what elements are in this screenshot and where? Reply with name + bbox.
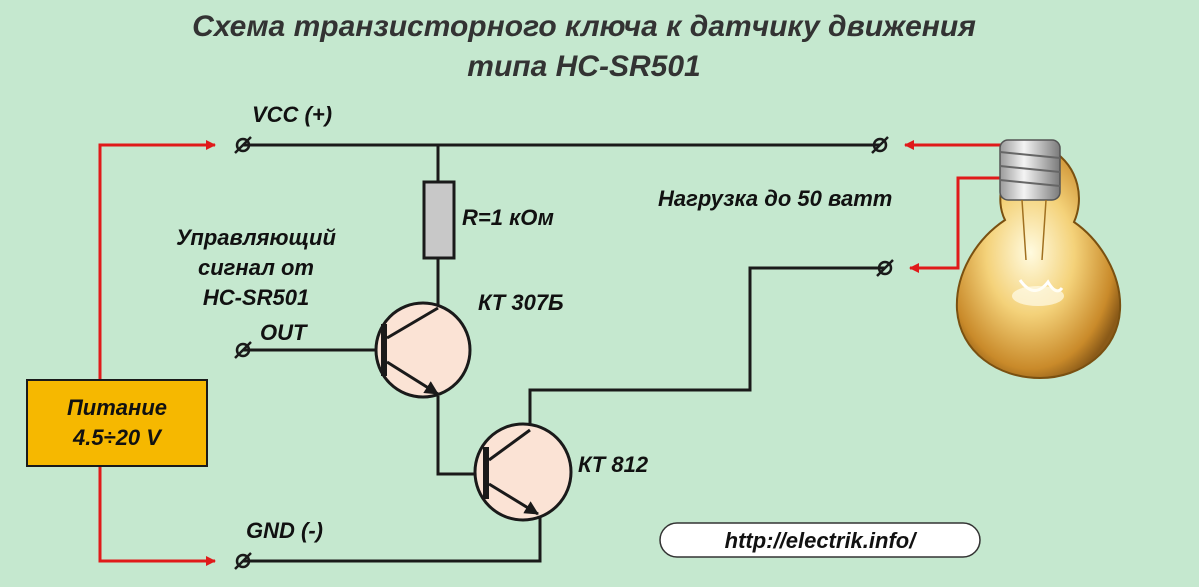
gnd-rail (243, 514, 542, 563)
resistor-label: R=1 кОм (462, 205, 554, 230)
terminal-load-bottom (876, 259, 894, 277)
wire-emitter1-to-base2 (436, 396, 486, 476)
wire-collector2-to-load (528, 266, 885, 430)
terminal-load-top (871, 136, 889, 154)
gnd-label: GND (-) (246, 518, 323, 543)
arrow-lamp-to-terminal-bottom (909, 176, 1000, 273)
terminal-out (234, 341, 252, 359)
terminal-gnd (234, 552, 252, 570)
wires (243, 143, 885, 563)
resistor (422, 180, 456, 260)
title-line2: типа HC-SR501 (467, 50, 700, 83)
url-text[interactable]: http://electrik.info/ (725, 528, 919, 553)
power-supply-box (26, 379, 208, 467)
light-bulb-icon (955, 139, 1122, 380)
control-label-line3: HC-SR501 (203, 285, 309, 310)
transistor-kt812 (473, 422, 573, 522)
transistor2-label: КТ 812 (578, 452, 649, 477)
vcc-label: VCC (+) (252, 102, 332, 127)
title-line1: Схема транзисторного ключа к датчику дви… (192, 10, 976, 43)
control-label-line1: Управляющий (176, 225, 336, 250)
arrow-power-to-vcc (98, 140, 216, 380)
url-badge (659, 522, 981, 558)
terminal-vcc (234, 136, 252, 154)
terminals (234, 136, 894, 570)
out-label: OUT (260, 320, 308, 345)
power-label-line1: Питание (67, 395, 167, 420)
load-label: Нагрузка до 50 ватт (658, 186, 892, 211)
control-label-line2: сигнал от (198, 255, 314, 280)
power-label-line2: 4.5÷20 V (72, 425, 163, 450)
transistor1-label: КТ 307Б (478, 290, 564, 315)
transistor-kt307b (374, 301, 472, 399)
arrow-power-to-gnd (98, 466, 216, 566)
